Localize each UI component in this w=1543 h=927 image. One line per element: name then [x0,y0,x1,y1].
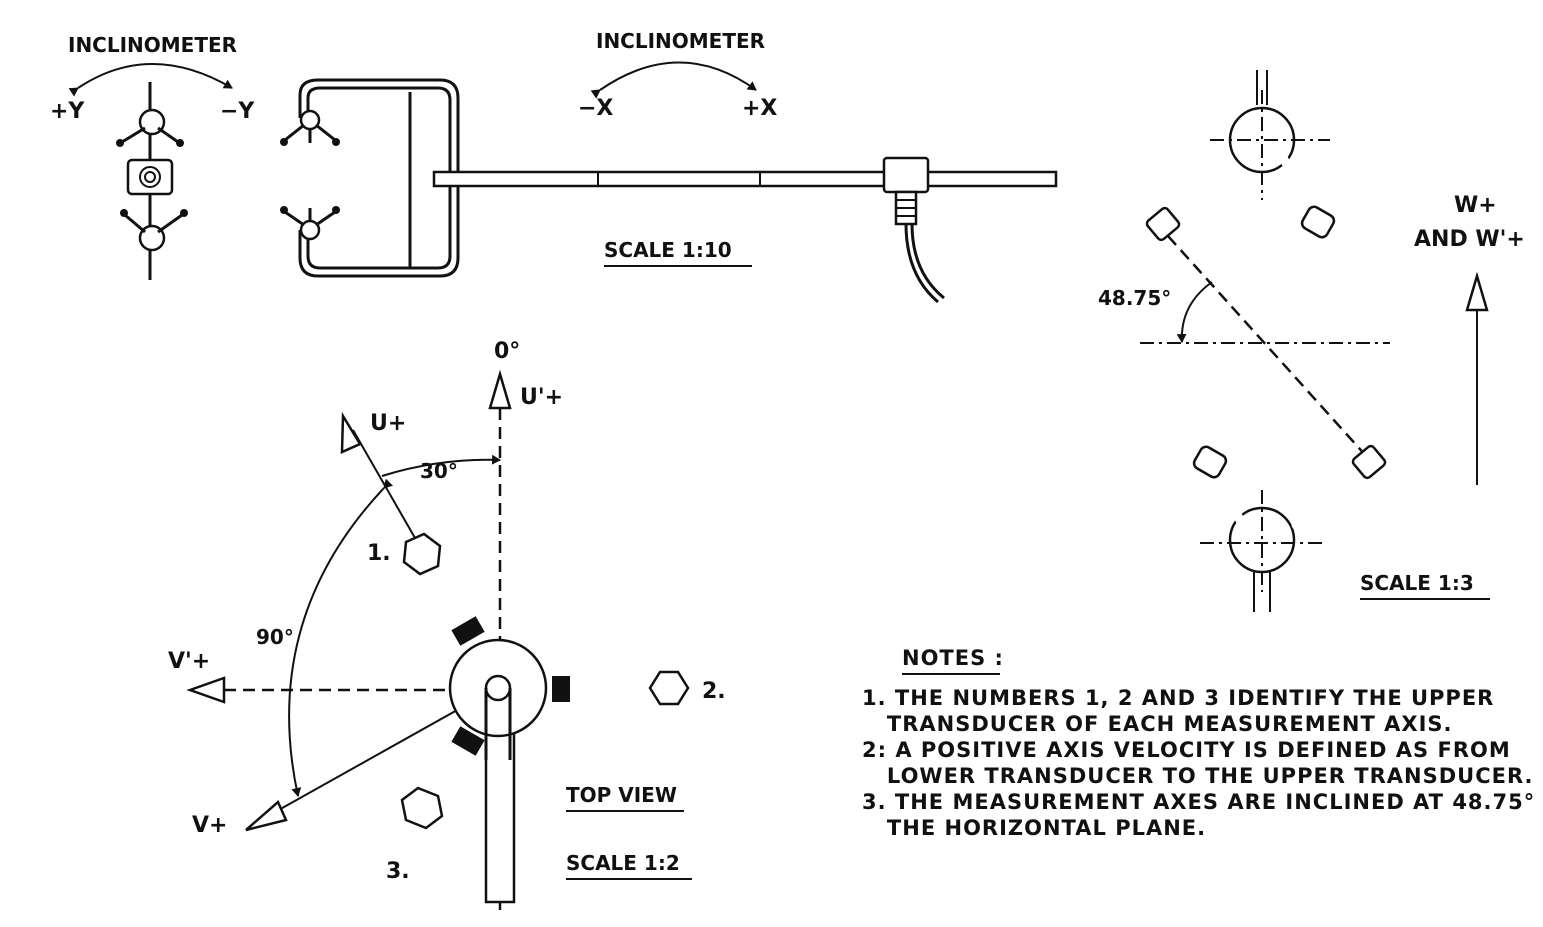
notes-block: NOTES : 1. THE NUMBERS 1, 2 AND 3 IDENTI… [862,646,1535,840]
note-line: 1. THE NUMBERS 1, 2 AND 3 IDENTIFY THE U… [862,686,1494,710]
note-line: 3. THE MEASUREMENT AXES ARE INCLINED AT … [862,790,1535,814]
v-prime-arrowhead [186,676,226,704]
scale-1-2-label: SCALE 1:2 [566,851,680,875]
probe-side-y-icon [116,82,188,280]
scale-1-10-label: SCALE 1:10 [604,238,732,262]
frame-and-boom-group: INCLINOMETER −X +X SCALE 1:10 [280,29,1058,304]
inclinometer-y-title: INCLINOMETER [68,33,237,57]
u-prime-label: U'+ [520,385,563,410]
measurement-axis-line [1167,235,1369,459]
angle-90-arc [288,478,394,797]
w-plus-label: W+ [1454,193,1497,218]
side-view-group: 48.75° SCALE 1:3 W+ AND W'+ [1098,70,1525,612]
boom-arm-icon [432,156,1058,304]
v-prime-label: V'+ [168,649,210,674]
transducer-3-label: 3. [386,859,410,884]
u-plus-label: U+ [370,411,406,436]
x-rotation-arc [590,61,757,99]
zero-degree-label: 0° [494,339,520,364]
plus-y-label: +Y [50,99,85,124]
u-axis-arrowhead [340,411,362,454]
upper-transducer-head-icon [1145,70,1336,242]
angle-30-arc [381,454,501,477]
note-line: LOWER TRANSDUCER TO THE UPPER TRANSDUCER… [862,764,1534,788]
transducer-2-label: 2. [702,679,726,704]
note-line: 2: A POSITIVE AXIS VELOCITY IS DEFINED A… [862,738,1511,762]
note-line: TRANSDUCER OF EACH MEASUREMENT AXIS. [862,712,1453,736]
top-view-group: 0° U'+ U+ 30° 90° V'+ V+ [168,339,726,910]
minus-y-label: −Y [220,99,255,124]
y-rotation-arc [68,63,233,97]
angle-30-label: 30° [420,459,458,483]
w-axis-arrowhead [1465,271,1489,312]
angle-48-75-label: 48.75° [1098,286,1171,310]
probe-array-frame-icon [280,78,460,278]
angle-90-label: 90° [256,625,294,649]
minus-x-label: −X [578,96,613,121]
plus-x-label: +X [742,96,777,121]
lower-transducer-head-icon [1192,444,1387,612]
notes-heading: NOTES : [902,646,1004,670]
v-plus-label: V+ [192,813,227,838]
transducer-1-label: 1. [367,541,391,566]
inclinometer-x-title: INCLINOMETER [596,29,765,53]
angle-arc [1176,281,1213,343]
inclinometer-y-group: INCLINOMETER +Y −Y [50,33,255,280]
top-view-title: TOP VIEW [566,783,677,807]
probe-top-view-icon [400,532,690,904]
scale-1-3-label: SCALE 1:3 [1360,571,1474,595]
u-prime-arrowhead [488,369,512,410]
w-prime-label: AND W'+ [1414,227,1525,252]
note-line: THE HORIZONTAL PLANE. [862,816,1206,840]
v-axis-arrowhead [245,799,288,832]
